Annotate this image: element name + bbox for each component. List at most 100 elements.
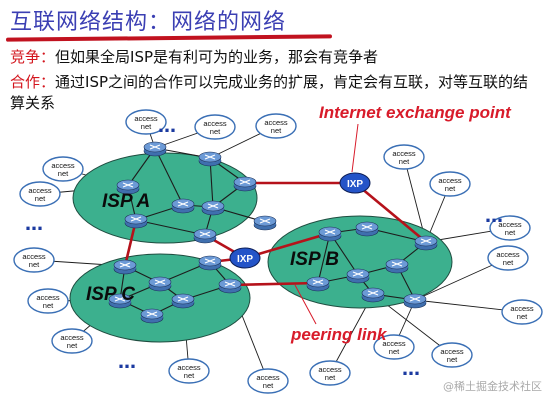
access-net-label: net (29, 260, 40, 269)
peering-callout-label: peering link (290, 325, 388, 344)
router (361, 287, 385, 303)
access-net-label: net (503, 258, 514, 267)
access-net-label: access (134, 114, 158, 123)
access-net-label: access (318, 365, 342, 374)
isp-a-label: ISP A (102, 191, 150, 212)
ellipsis-mark: … (118, 352, 136, 373)
access-net-label: access (51, 161, 75, 170)
router (116, 179, 140, 195)
access-net-label: access (496, 250, 520, 259)
router (140, 308, 164, 324)
ellipsis-mark: … (485, 206, 503, 227)
access-net-label: access (203, 119, 227, 128)
ellipsis-mark: … (25, 214, 43, 235)
router (385, 258, 409, 274)
ixp-callout-label: Internet exchange point (319, 103, 512, 122)
peering-link (354, 182, 427, 243)
router (233, 176, 257, 192)
access-net-label: net (35, 194, 46, 203)
access-net-label: access (510, 304, 534, 313)
access-net-label: net (325, 373, 336, 382)
access-net-label: access (177, 363, 201, 372)
access-net-label: access (438, 176, 462, 185)
access-net-label: net (263, 381, 274, 390)
competition-line: 竞争：但如果全局ISP是有利可为的业务，那会有竞争者 (10, 47, 378, 68)
internal-link (135, 219, 206, 236)
ixp-nodes: IXP IXP (229, 172, 371, 269)
access-net-label: net (445, 184, 456, 193)
access-net-label: net (67, 341, 78, 350)
access-net-label: net (141, 122, 152, 131)
router (124, 213, 148, 229)
router (148, 276, 172, 292)
internal-link (154, 147, 184, 206)
access-net-label: access (392, 149, 416, 158)
peering-callout-pointer (294, 284, 317, 325)
access-net-label: access (382, 339, 406, 348)
router (193, 228, 217, 244)
router (414, 235, 438, 251)
router (171, 293, 195, 309)
isp-c-label: ISP C (86, 284, 135, 305)
access-net-label: access (256, 373, 280, 382)
ixp-node: IXP (229, 247, 261, 269)
router (318, 226, 342, 242)
ixp-callout-pointer (351, 123, 359, 173)
competition-key: 竞争： (10, 48, 56, 66)
access-net-label: net (447, 355, 458, 364)
access-net-label: access (36, 293, 60, 302)
router (198, 255, 222, 271)
access-net-label: net (271, 126, 282, 135)
isp-c-region (69, 253, 251, 343)
access-net-label: access (440, 347, 464, 356)
cooperation-line: 合作：通过ISP之间的合作可以完成业务的扩展，肯定会有互联，对等互联的结算关系 (10, 72, 535, 114)
access-net-label: net (389, 347, 400, 356)
router (306, 276, 330, 292)
access-net-label: access (498, 220, 522, 229)
ixp-label: IXP (347, 179, 363, 190)
watermark: @稀土掘金技术社区 (443, 380, 542, 393)
access-net-label: net (399, 157, 410, 166)
cooperation-text: 通过ISP之间的合作可以完成业务的扩展，肯定会有互联，对等互联的结算关系 (10, 73, 529, 112)
router (113, 259, 137, 275)
router (346, 268, 370, 284)
router (171, 198, 195, 214)
router (218, 278, 242, 294)
diagram-labels: ISP A ISP B ISP C Internet exchange poin… (86, 103, 512, 344)
router (253, 215, 277, 231)
access-net-label: access (28, 186, 52, 195)
cooperation-key: 合作： (10, 73, 56, 91)
isp-a-region (72, 152, 258, 244)
access-net-label: net (43, 301, 54, 310)
slide-title: 互联网络结构：网络的网络 (10, 10, 287, 35)
router (198, 151, 222, 167)
access-net-label: access (264, 118, 288, 127)
routers (108, 141, 438, 324)
ellipsis-mark: … (158, 116, 176, 137)
router (108, 293, 132, 309)
access-net-label: access (22, 252, 46, 261)
access-net-label: net (210, 127, 221, 136)
router (403, 293, 427, 309)
router (355, 221, 379, 237)
access-net-label: net (505, 228, 516, 237)
ellipsis-mark: … (402, 359, 420, 380)
